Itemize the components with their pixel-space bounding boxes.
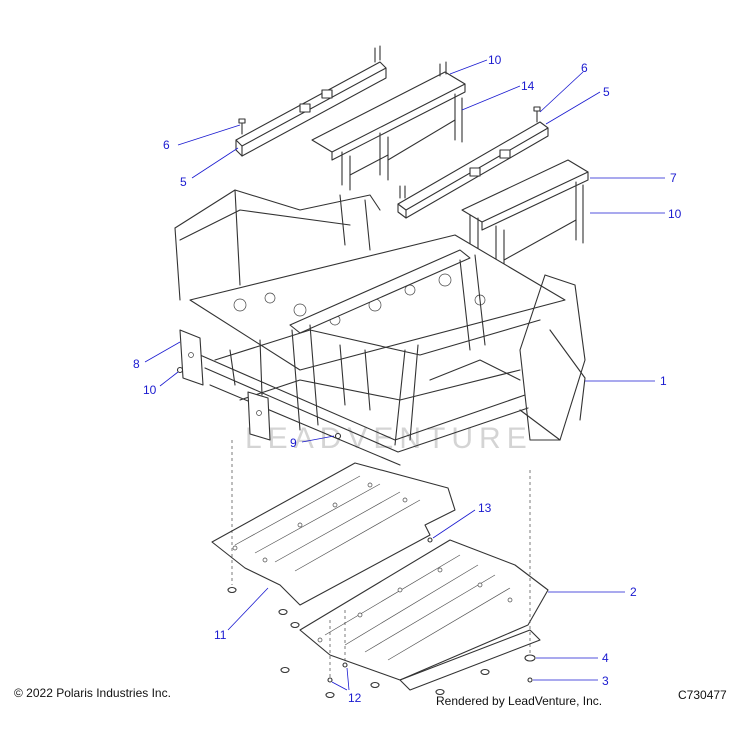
callout-4[interactable]: 4 <box>602 651 609 665</box>
fastener-10-left[interactable] <box>176 366 184 374</box>
copyright-text: © 2022 Polaris Industries Inc. <box>14 686 171 700</box>
rear-cross-bar-right[interactable] <box>397 121 549 219</box>
callout-5-right[interactable]: 5 <box>603 85 610 99</box>
main-frame[interactable] <box>174 189 586 466</box>
leader-lines <box>144 59 665 691</box>
bolt-3[interactable] <box>527 677 533 683</box>
diagram-code: C730477 <box>678 688 727 702</box>
upper-support-stand[interactable] <box>311 61 466 191</box>
alignment-lines <box>231 440 531 678</box>
fastener-13[interactable] <box>427 537 433 543</box>
callout-8[interactable]: 8 <box>133 357 140 371</box>
callout-7[interactable]: 7 <box>670 171 677 185</box>
callout-12[interactable]: 12 <box>348 691 362 705</box>
callout-5-left[interactable]: 5 <box>180 175 187 189</box>
callout-6-right[interactable]: 6 <box>581 61 588 75</box>
bolt-6-left[interactable] <box>238 118 246 135</box>
callouts: 10 14 6 5 6 5 7 10 1 8 10 9 13 2 11 4 3 … <box>133 53 682 705</box>
watermark: LEADVENTURE <box>245 422 533 455</box>
callout-9[interactable]: 9 <box>290 436 297 450</box>
callout-14[interactable]: 14 <box>521 79 535 93</box>
fastener-9[interactable] <box>334 432 342 440</box>
callout-6-left[interactable]: 6 <box>163 138 170 152</box>
callout-13[interactable]: 13 <box>478 501 492 515</box>
bolt-6-right[interactable] <box>533 106 541 123</box>
washer-4[interactable] <box>524 654 536 662</box>
callout-10-top[interactable]: 10 <box>488 53 502 67</box>
callout-10-left[interactable]: 10 <box>143 383 157 397</box>
fasteners-12[interactable] <box>227 586 490 699</box>
skid-plate-front[interactable] <box>299 539 549 691</box>
callout-11[interactable]: 11 <box>214 628 227 642</box>
rear-cross-bar-left[interactable] <box>235 45 387 157</box>
callout-2[interactable]: 2 <box>630 585 637 599</box>
callout-1[interactable]: 1 <box>660 374 667 388</box>
callout-3[interactable]: 3 <box>602 674 609 688</box>
bracket-8[interactable] <box>179 329 271 441</box>
rendered-by-text: Rendered by LeadVenture, Inc. <box>436 694 603 708</box>
callout-10-right[interactable]: 10 <box>668 207 682 221</box>
skid-plate-rear[interactable] <box>211 462 456 606</box>
